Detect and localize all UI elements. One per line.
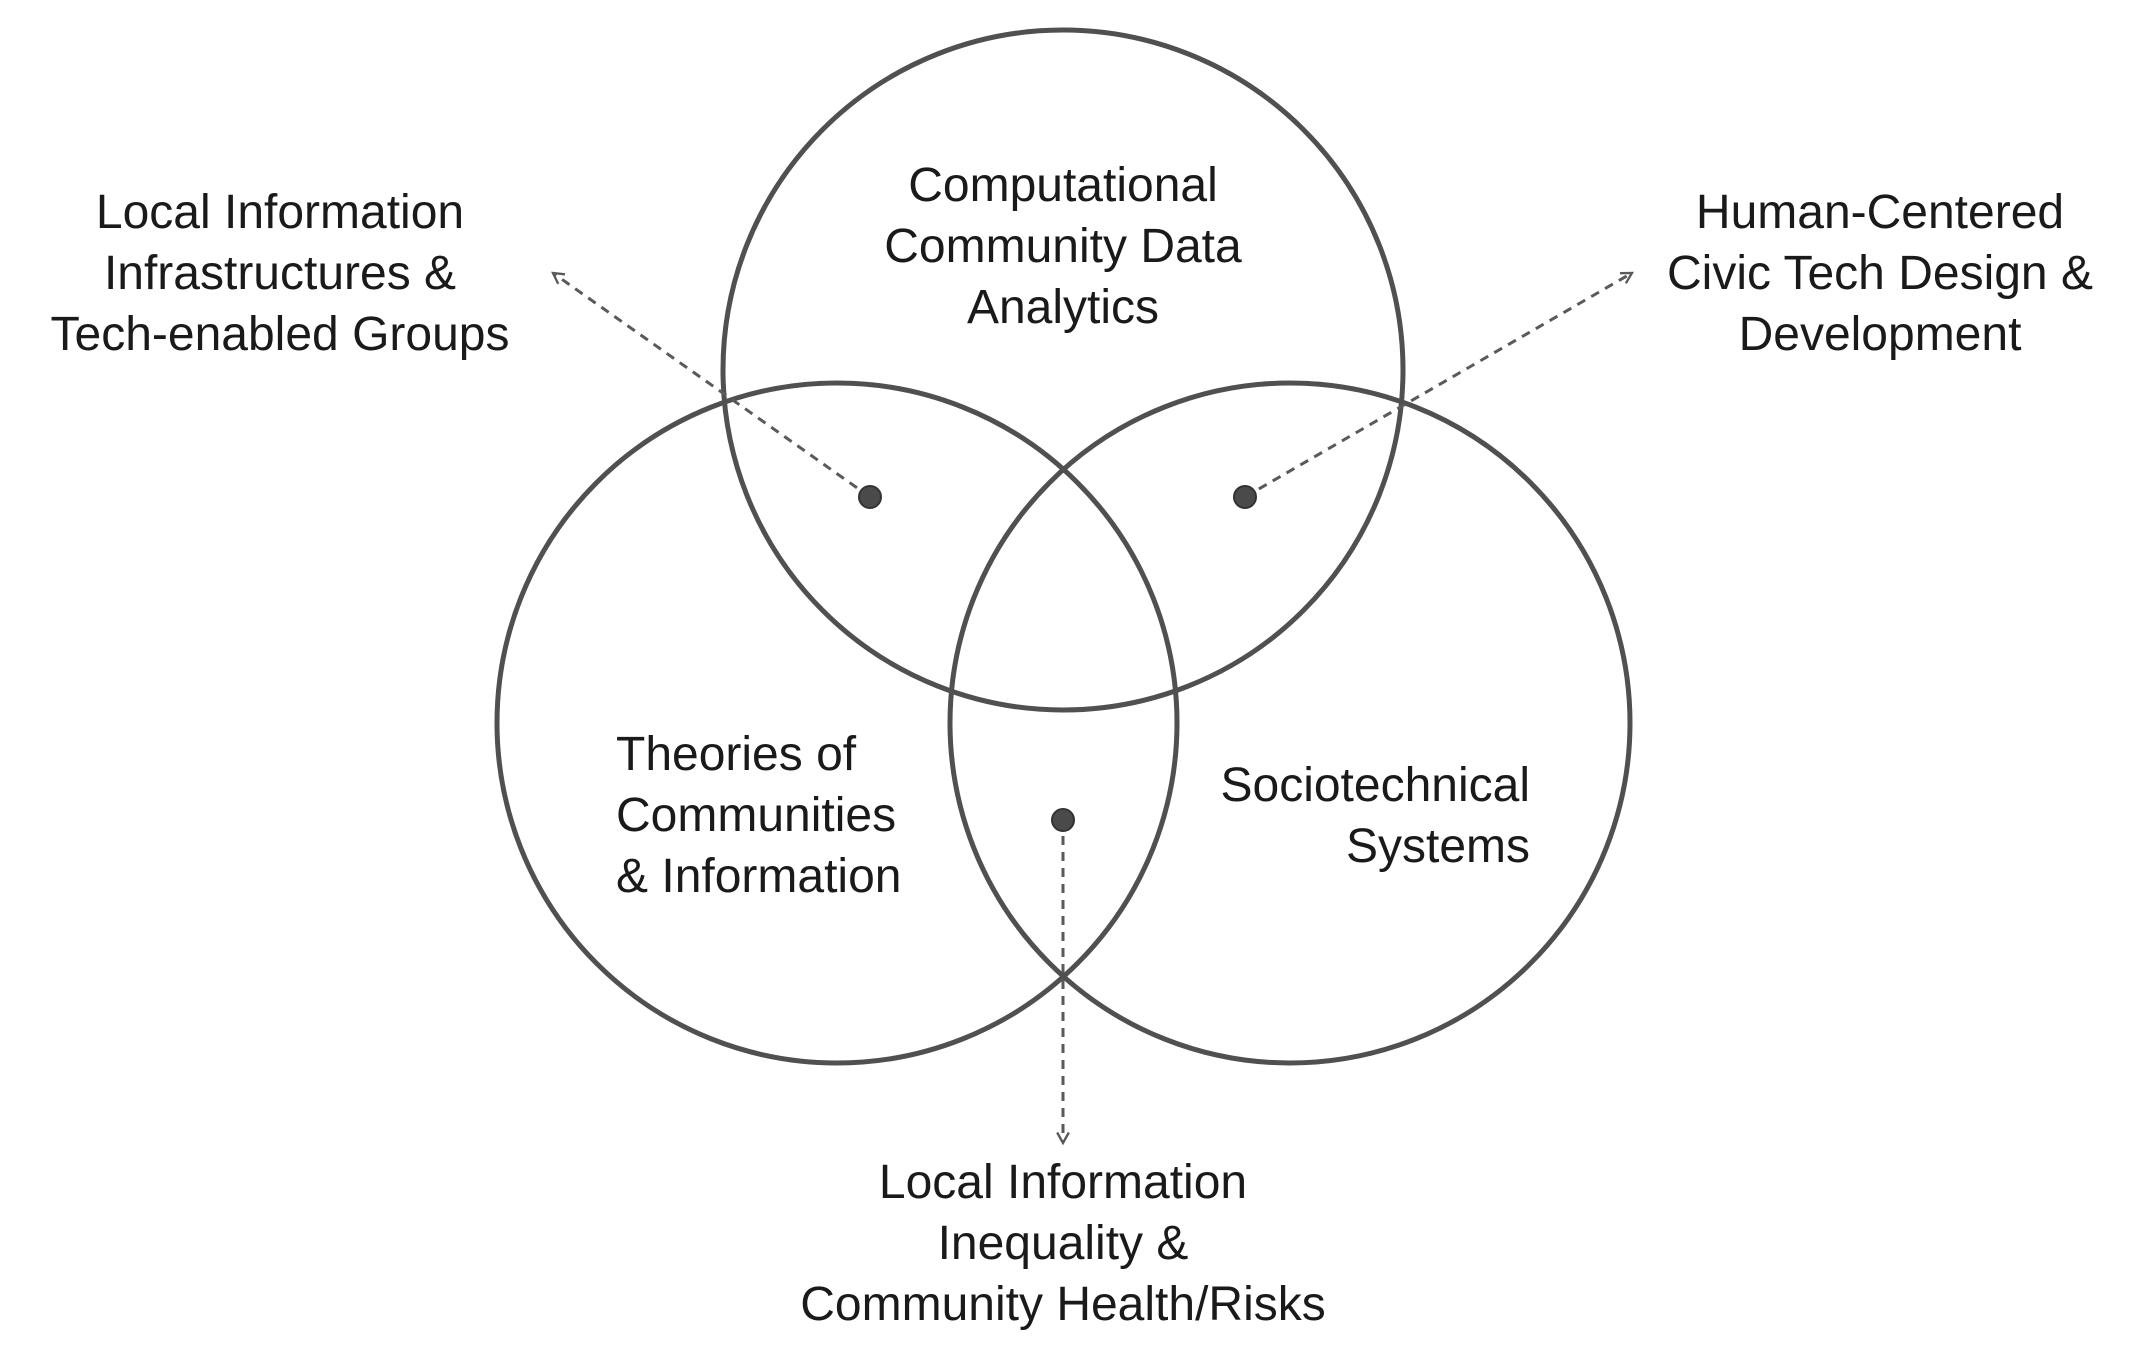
label-line: Communities <box>616 789 897 842</box>
label-line: Analytics <box>966 281 1160 334</box>
label-computational-analytics: Computational Community Data Analytics <box>843 155 1283 338</box>
label-line: Systems <box>1345 820 1530 873</box>
circle-computational-analytics <box>720 27 1406 713</box>
label-line: Local Information <box>95 186 465 239</box>
label-line: Civic Tech Design & <box>1667 247 2093 300</box>
label-line: Community Health/Risks <box>800 1278 1326 1331</box>
dot-top-left-intersection <box>858 485 882 509</box>
label-human-centered-civic-tech: Human-Centered Civic Tech Design & Devel… <box>1640 182 2120 365</box>
label-line: Tech-enabled Groups <box>50 308 510 361</box>
dot-left-right-intersection <box>1051 808 1075 832</box>
label-line: Theories of <box>616 728 857 781</box>
label-line: Development <box>1738 308 2022 361</box>
label-line: Human-Centered <box>1695 186 2065 239</box>
label-line: Sociotechnical <box>1220 759 1530 812</box>
label-sociotechnical-systems: Sociotechnical Systems <box>1140 755 1530 877</box>
label-theories-communities: Theories of Communities & Information <box>616 724 901 907</box>
leader-top-right <box>1244 271 1632 499</box>
label-line: & Information <box>616 850 902 903</box>
label-local-information-infrastructures: Local Information Infrastructures & Tech… <box>20 182 540 365</box>
circle-sociotechnical-systems <box>947 380 1633 1066</box>
label-line: Inequality & <box>937 1217 1189 1270</box>
label-line: Computational <box>908 159 1218 212</box>
label-line: Local Information <box>878 1156 1248 1209</box>
leader-top-left <box>553 273 871 499</box>
label-line: Community Data <box>884 220 1242 273</box>
label-line: Infrastructures & <box>103 247 457 300</box>
circle-theories-communities <box>494 380 1180 1066</box>
dot-top-right-intersection <box>1233 485 1257 509</box>
label-local-information-inequality: Local Information Inequality & Community… <box>753 1152 1373 1335</box>
